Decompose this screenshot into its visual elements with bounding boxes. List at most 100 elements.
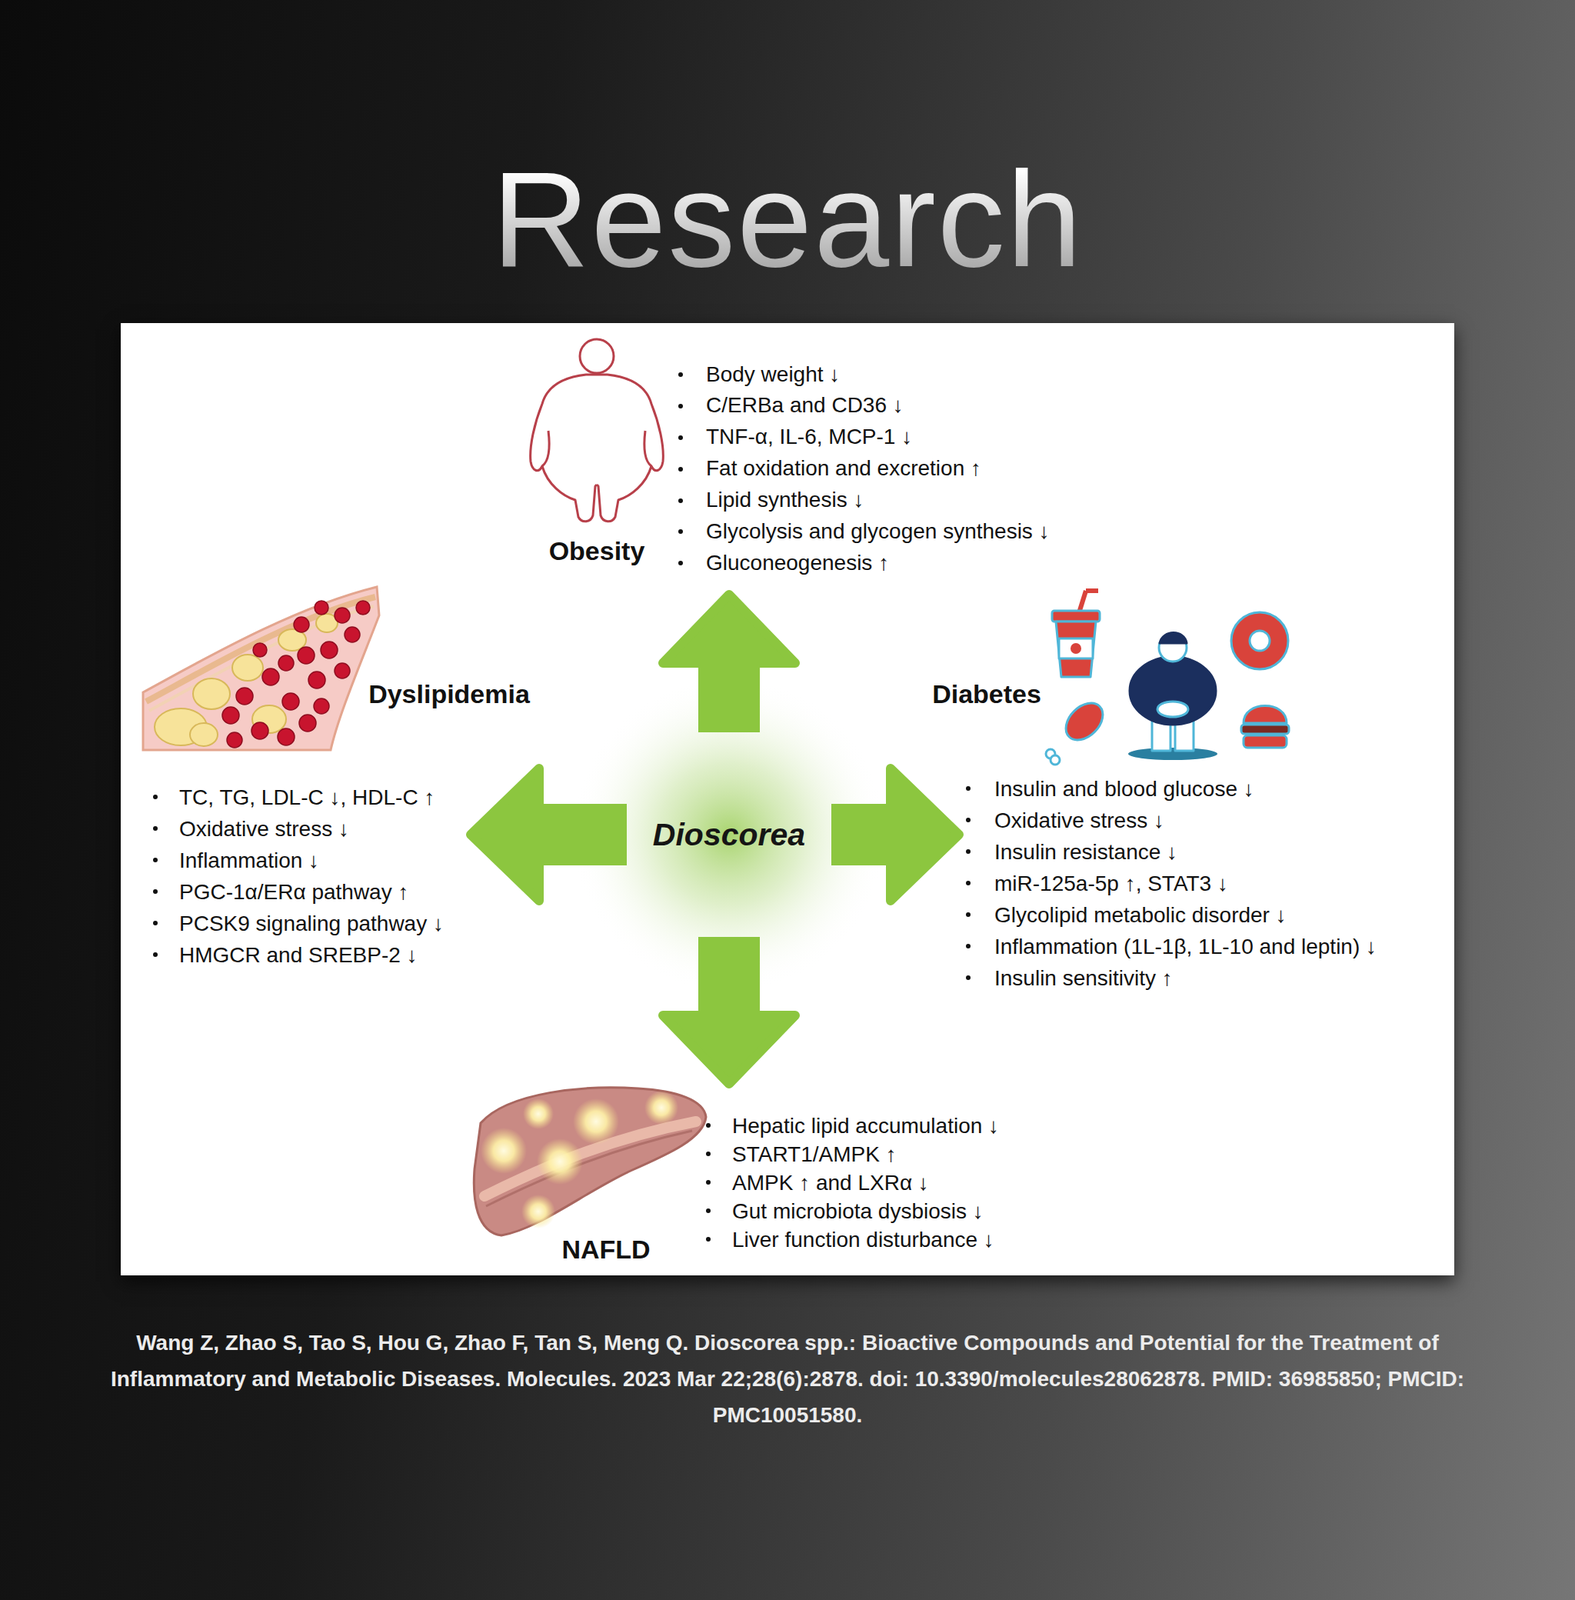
center-label: Dioscorea [626,732,832,937]
bullet-dot [678,435,683,440]
effect-item: HMGCR and SREBP-2 ↓ [179,939,418,971]
group-heading: Dyslipidemia [295,678,603,710]
disease-group: NAFLDHepatic lipid accumulation ↓START1/… [474,1083,1036,1266]
bullet-dot [153,889,158,894]
group-heading: Obesity [442,535,751,567]
fat-blob [193,678,230,710]
bullet-dot [153,825,158,831]
person-hands [1157,701,1189,717]
cup-logo [1070,642,1082,654]
bullet-dot [705,1208,711,1213]
fat-spot [521,1194,556,1229]
group-heading: Diabetes [832,678,1141,710]
figure-head [579,339,614,373]
arrow-head [470,768,540,901]
blood-cell [344,626,360,643]
artery-illustration [143,586,380,750]
bullet-dot [965,817,971,823]
bullet-dot [153,952,158,957]
fat-spot [644,1090,679,1125]
burger-bottom-bun [1243,735,1287,748]
bullet-dot [965,880,971,886]
person-base [1128,747,1218,760]
fat-blob [189,722,218,746]
effect-item: Glycolysis and glycogen synthesis ↓ [705,516,1050,548]
burger-icon [1241,705,1289,749]
effect-item: Inflammation (1L-1β, 1L-10 and leptin) ↓ [994,930,1377,963]
bullet-dot [678,466,683,472]
figure-body-right [596,374,663,522]
effect-item: Fat oxidation and excretion ↑ [705,452,982,485]
citation-caption: Wang Z, Zhao S, Tao S, Hou G, Zhao F, Ta… [95,1324,1480,1433]
drumstick-meat [1058,695,1110,747]
blood-cell [313,698,330,714]
blood-cell [282,692,300,710]
effect-item: Insulin and blood glucose ↓ [994,772,1255,805]
fat-spot [480,1127,527,1174]
blood-cell [297,646,315,664]
bullet-dot [678,529,683,534]
bullet-dot [678,560,683,566]
cup-body [1055,621,1096,677]
person-body [1129,656,1216,725]
blood-cell [253,642,267,657]
burger-top-bun [1243,705,1287,724]
bullet-dot [705,1151,711,1156]
effect-item: TNF-α, IL-6, MCP-1 ↓ [705,421,913,453]
effect-item: Oxidative stress ↓ [179,812,350,845]
blood-cell [308,671,326,689]
bullet-dot [965,849,971,854]
blood-cell [278,655,294,671]
effect-item: Lipid synthesis ↓ [705,484,864,517]
blood-cells [222,600,370,748]
effect-item: PCSK9 signaling pathway ↓ [179,907,444,940]
cup-lid [1052,610,1100,622]
block-arrow [470,768,627,901]
block-arrow [662,594,796,733]
disease-group: DiabetesInsulin and blood glucose ↓Oxida… [958,586,1436,995]
arrow-head [662,1015,796,1084]
effect-item: Inflammation ↓ [179,844,320,876]
effect-item: AMPK ↑ and LXRα ↓ [732,1168,930,1197]
burger-patty [1241,724,1289,734]
blood-cell [299,714,317,732]
bullet-dot [965,785,971,791]
disease-group: ObesityBody weight ↓C/ERBa and CD36 ↓TNF… [522,338,1093,595]
bullet-dot [705,1179,711,1185]
effect-item: Glycolipid metabolic disorder ↓ [994,899,1287,931]
figure-body-left [530,374,597,522]
diabetes-icons [1045,590,1289,765]
effect-item: Liver function disturbance ↓ [732,1225,995,1254]
bullet-dot [678,372,683,377]
effect-item: TC, TG, LDL-C ↓, HDL-C ↑ [179,781,435,813]
drumstick-icon [1045,695,1110,765]
blood-cell [277,728,295,746]
blood-cell [236,687,254,705]
blood-cell [226,732,243,748]
blood-cell [251,722,269,740]
bullet-dot [678,498,683,503]
bone-knob [1050,755,1060,765]
effect-item: Insulin resistance ↓ [994,835,1178,868]
effect-item: Gut microbiota dysbiosis ↓ [732,1196,984,1226]
fat-deposits [154,613,338,746]
block-arrow [662,936,796,1084]
cup-straw [1085,588,1099,593]
liver-shape [473,1087,706,1236]
artery-wall-layer [149,606,374,711]
arrow-head [662,594,796,663]
fat-blob [232,654,264,681]
blood-cell [334,662,350,679]
bullet-dot [705,1122,711,1128]
fat-spot [522,1098,554,1129]
blood-cell [334,607,350,623]
page-title: Research [0,138,1575,300]
block-arrow [831,768,959,901]
person-hair [1159,632,1187,644]
obesity-figure [530,339,664,522]
blood-cell [262,668,280,686]
fat-spot [536,1138,583,1185]
bullet-dot [965,912,971,917]
effect-item: Body weight ↓ [705,359,840,391]
